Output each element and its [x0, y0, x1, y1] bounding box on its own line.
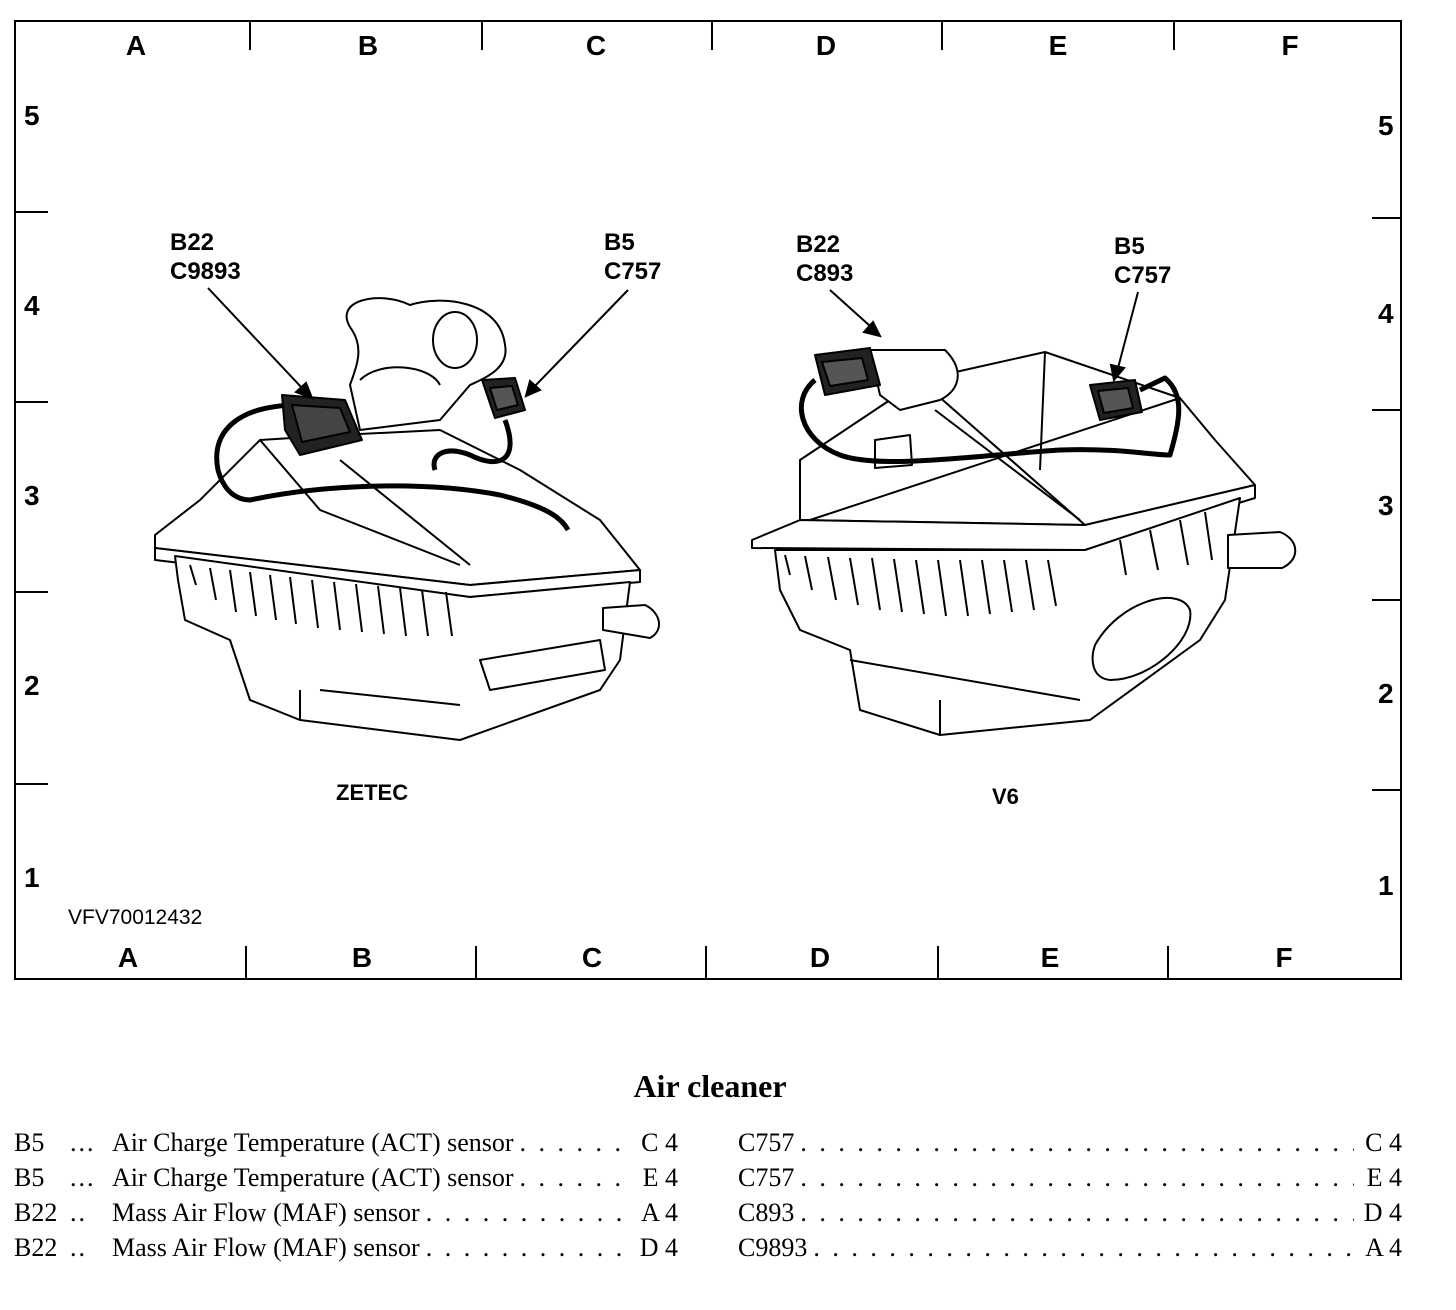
column-label-top-b: B	[357, 30, 379, 61]
column-label-top-d: D	[815, 30, 837, 61]
leader-dots: ..	[70, 1233, 87, 1262]
legend-title: Air cleaner	[633, 1068, 787, 1104]
leader-dots: ...	[70, 1128, 96, 1157]
grid-location: A 4	[641, 1198, 678, 1227]
leader-dots: ..	[70, 1198, 87, 1227]
column-label-bottom-c: C	[581, 942, 603, 973]
connector-code: C757	[738, 1163, 795, 1192]
zetec-caption: ZETEC	[336, 780, 409, 805]
zetec-air-cleaner-drawing	[154, 297, 660, 741]
leader-dots: . . . . . . . . . . . . . . . . . . . . …	[800, 1198, 1354, 1227]
figure-id: VFV70012432	[68, 906, 203, 929]
component-description: Air Charge Temperature (ACT) sensor	[112, 1163, 514, 1192]
grid-location: D 4	[1363, 1198, 1402, 1227]
v6-air-cleaner-drawing	[751, 347, 1297, 736]
component-description: Mass Air Flow (MAF) sensor	[112, 1233, 420, 1262]
connector-legend-row: C893 . . . . . . . . . . . . . . . . . .…	[738, 1198, 1402, 1233]
leader-dots: . . . . . . . . . . . . . . . . . . . . …	[800, 1163, 1354, 1192]
component-legend-row: B22 .. Mass Air Flow (MAF) sensor . . . …	[14, 1198, 678, 1233]
component-description: Air Charge Temperature (ACT) sensor	[112, 1128, 514, 1157]
leader-dots: . . . . . . . . . . . . . . . . . . . .	[425, 1233, 630, 1262]
connector-code: C893	[738, 1198, 795, 1227]
zetec-maf-connector-code: C9893	[170, 258, 241, 285]
component-description: Mass Air Flow (MAF) sensor	[112, 1198, 420, 1227]
leader-dots: . . . . . . . . . . . . . . . . . . . .	[425, 1198, 630, 1227]
row-label-left-3: 3	[24, 480, 40, 511]
v6-caption: V6	[992, 784, 1019, 809]
row-label-left-4: 4	[24, 290, 40, 321]
v6-act-component-code: B5	[1114, 233, 1145, 260]
v6-act-callout: B5 C757	[1114, 232, 1171, 290]
component-legend-row: B5 ... Air Charge Temperature (ACT) sens…	[14, 1163, 678, 1198]
zetec-act-connector-code: C757	[604, 258, 662, 285]
row-label-right-1: 1	[1378, 870, 1394, 901]
leader-dots: ...	[70, 1163, 96, 1192]
component-code: B5	[14, 1128, 45, 1157]
zetec-maf-callout: B22 C9893	[170, 228, 241, 286]
grid-location: C 4	[1365, 1128, 1402, 1157]
grid-location: D 4	[639, 1233, 678, 1262]
leader-dots: . . . . . . . . . . . . . . . . . . . .	[519, 1128, 630, 1157]
column-label-bottom-f: F	[1275, 942, 1293, 973]
zetec-maf-component-code: B22	[170, 229, 215, 256]
column-label-top-f: F	[1281, 30, 1299, 61]
component-code: B22	[14, 1198, 58, 1227]
leader-dots: . . . . . . . . . . . . . . . . . . . . …	[800, 1128, 1354, 1157]
component-code: B5	[14, 1163, 45, 1192]
component-code: B22	[14, 1233, 58, 1262]
leader-dots: . . . . . . . . . . . . . . . . . . . . …	[813, 1233, 1354, 1262]
column-label-top-a: A	[125, 30, 147, 61]
connector-legend-row: C757 . . . . . . . . . . . . . . . . . .…	[738, 1163, 1402, 1198]
component-legend-row: B22 .. Mass Air Flow (MAF) sensor . . . …	[14, 1233, 678, 1268]
component-legend: B5 ... Air Charge Temperature (ACT) sens…	[14, 1128, 678, 1268]
row-label-right-2: 2	[1378, 678, 1394, 709]
v6-maf-callout: B22 C893	[796, 230, 853, 288]
component-legend-row: B5 ... Air Charge Temperature (ACT) sens…	[14, 1128, 678, 1163]
column-label-bottom-e: E	[1040, 942, 1060, 973]
row-label-right-5: 5	[1378, 110, 1394, 141]
grid-location: C 4	[641, 1128, 678, 1157]
row-label-right-3: 3	[1378, 490, 1394, 521]
row-label-left-5: 5	[24, 100, 40, 131]
connector-code: C9893	[738, 1233, 808, 1262]
v6-maf-connector-code: C893	[796, 260, 854, 287]
column-label-bottom-a: A	[117, 942, 139, 973]
connector-legend-row: C9893 . . . . . . . . . . . . . . . . . …	[738, 1233, 1402, 1268]
zetec-act-component-code: B5	[604, 229, 635, 256]
grid-location: E 4	[1366, 1163, 1402, 1192]
v6-act-connector-code: C757	[1114, 262, 1172, 289]
grid-location: A 4	[1365, 1233, 1402, 1262]
leader-dots: . . . . . . . . . . . . . . . . . . . .	[519, 1163, 630, 1192]
row-label-left-1: 1	[24, 862, 40, 893]
connector-code: C757	[738, 1128, 795, 1157]
zetec-act-callout: B5 C757	[604, 228, 661, 286]
diagram-frame	[14, 20, 1402, 980]
row-label-left-2: 2	[24, 670, 40, 701]
connector-legend: C757 . . . . . . . . . . . . . . . . . .…	[738, 1128, 1402, 1268]
v6-maf-component-code: B22	[796, 231, 841, 258]
column-label-bottom-d: D	[809, 942, 831, 973]
column-label-top-c: C	[585, 30, 607, 61]
grid-location: E 4	[642, 1163, 678, 1192]
column-label-bottom-b: B	[351, 942, 373, 973]
connector-legend-row: C757 . . . . . . . . . . . . . . . . . .…	[738, 1128, 1402, 1163]
row-label-right-4: 4	[1378, 298, 1394, 329]
column-label-top-e: E	[1048, 30, 1068, 61]
